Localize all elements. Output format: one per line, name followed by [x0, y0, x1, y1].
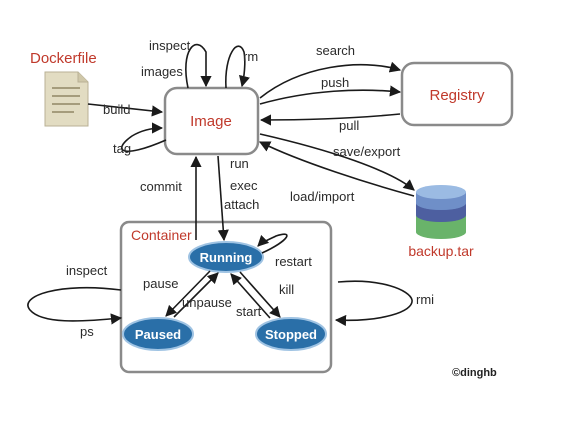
attach-label: attach: [224, 197, 259, 212]
rmi-label: rmi: [416, 292, 434, 307]
tag-loop: [121, 122, 167, 153]
registry-label: Registry: [429, 87, 485, 104]
run-label: run: [230, 156, 249, 171]
inspect-ps-loop: [27, 286, 123, 325]
dockerfile-label: Dockerfile: [30, 50, 97, 67]
tag-label: tag: [113, 141, 131, 156]
save-export-arrow: [259, 133, 415, 191]
rm-label: rm: [243, 49, 258, 64]
inspect-container-label: inspect: [66, 263, 108, 278]
image-node[interactable]: [163, 86, 260, 156]
credit-text: ©dinghb: [452, 367, 497, 379]
document-icon: [44, 71, 89, 127]
stopped-state[interactable]: [255, 317, 327, 351]
run-arrow: [217, 155, 229, 242]
build-arrow: [87, 103, 164, 117]
push-label: push: [321, 75, 349, 90]
pull-label: pull: [339, 118, 359, 133]
build-label: build: [103, 102, 130, 117]
unpause-label: unpause: [182, 295, 232, 310]
save-export-label: save/export: [333, 144, 401, 159]
push-arrow: [259, 85, 402, 105]
ps-label: ps: [80, 324, 94, 339]
inspect-images-label: inspect: [149, 38, 191, 53]
exec-label: exec: [230, 178, 258, 193]
restart-label: restart: [275, 254, 312, 269]
kill-label: kill: [279, 282, 294, 297]
pause-label: pause: [143, 276, 178, 291]
paused-state[interactable]: [122, 317, 194, 351]
search-label: search: [316, 43, 355, 58]
database-icon: [416, 185, 466, 239]
rm-loop: [225, 45, 250, 89]
running-state[interactable]: [188, 241, 264, 273]
restart-loop: [257, 233, 288, 254]
load-import-arrow: [258, 141, 415, 197]
kill-arrow: [239, 271, 281, 318]
pause-arrow: [165, 270, 211, 317]
container-label: Container: [131, 227, 192, 243]
commit-label: commit: [140, 179, 182, 194]
unpause-arrow: [173, 272, 219, 318]
start-label: start: [236, 304, 262, 319]
inspect-images-loop: [185, 43, 212, 89]
search-arrow: [259, 61, 402, 99]
stopped-label: Stopped: [265, 327, 317, 342]
running-label: Running: [200, 250, 253, 265]
rmi-loop: [334, 280, 413, 327]
paused-label: Paused: [135, 327, 181, 342]
pull-arrow: [259, 113, 401, 126]
backup-label: backup.tar: [408, 243, 474, 259]
load-import-label: load/import: [290, 189, 355, 204]
start-arrow: [230, 273, 271, 319]
image-label: Image: [190, 113, 232, 130]
images-label: images: [141, 64, 183, 79]
registry-node[interactable]: [400, 61, 514, 127]
